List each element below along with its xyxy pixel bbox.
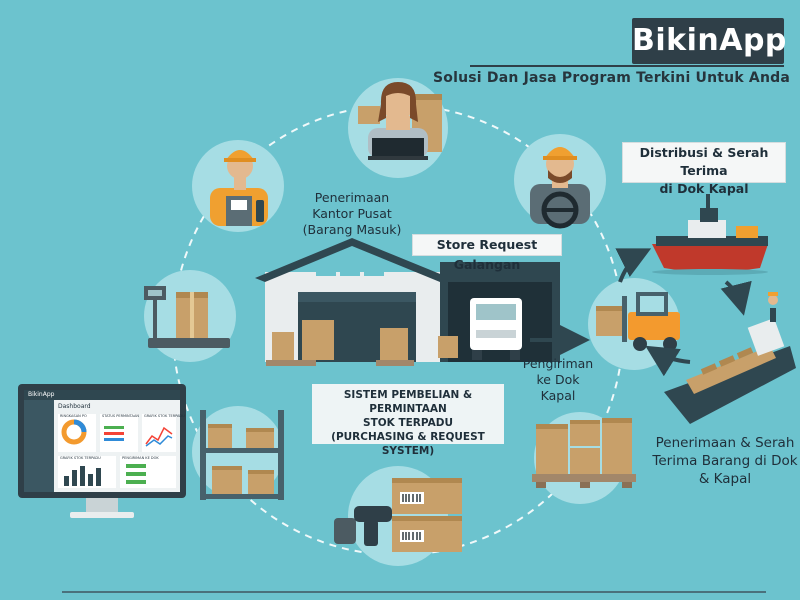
penerimaan-line2: Kantor Pusat [312, 206, 392, 221]
store-request-label: Store Request Galangan [412, 234, 562, 272]
dashboard-card3-title: GRAFIK STOK TERPADU [144, 414, 185, 418]
arrow-from-ship [645, 345, 691, 377]
pengiriman-line2: ke Dok Kapal [536, 372, 580, 403]
sistem-line2: STOK TERPADU [363, 417, 453, 429]
distribusi-line1: Distribusi & Serah Terima [639, 145, 769, 178]
dashboard-card2-title: STATUS PERMINTAAN [102, 414, 140, 418]
operator-icon [358, 82, 442, 160]
distribusi-line2: di Dok Kapal [659, 181, 749, 196]
forklift-icon [596, 292, 680, 351]
dashboard-card5-title: PENGIRIMAN KE DOK [122, 456, 159, 460]
pengiriman-line1: Pengiriman [522, 356, 594, 371]
sistem-label: SISTEM PEMBELIAN & PERMINTAAN STOK TERPA… [312, 384, 504, 457]
dashboard-card4-title: GRAFIK STOK TERPADU [60, 456, 101, 460]
distribusi-label: Distribusi & Serah Terima di Dok Kapal [622, 142, 786, 196]
monitor-icon [18, 384, 186, 518]
driver-icon [530, 147, 590, 229]
sistem-line1: SISTEM PEMBELIAN & PERMINTAAN [343, 389, 473, 415]
brand-logo: BikinApp [632, 18, 786, 64]
serah-line2: Terima Barang di Dok [652, 453, 798, 469]
penerimaan-line1: Penerimaan [314, 190, 390, 205]
scale-icon [144, 286, 230, 348]
serah-line1: Penerimaan & Serah [655, 435, 795, 451]
pengiriman-caption: Pengiriman ke Dok Kapal [518, 356, 598, 404]
dashboard-card1-title: RINGKASAN PO [60, 414, 87, 418]
barcode-scanner-icon [334, 478, 462, 552]
shelf-icon [200, 410, 284, 500]
tugboat-icon [652, 194, 768, 275]
arrow-from-tugboat [720, 280, 752, 316]
serah-line3: & Kapal [698, 471, 752, 487]
penerimaan-caption: Penerimaan Kantor Pusat (Barang Masuk) [292, 190, 412, 238]
dashboard-app-name: BikinApp [28, 391, 55, 398]
truck-icon [470, 298, 522, 360]
sistem-line3: (PURCHASING & REQUEST SYSTEM) [331, 431, 485, 457]
penerimaan-line3: (Barang Masuk) [302, 222, 402, 237]
serah-terima-caption: Penerimaan & Serah Terima Barang di Dok … [650, 434, 800, 488]
worker-icon [210, 150, 268, 226]
dashboard-page-title: Dashboard [58, 403, 91, 410]
pallet-icon [532, 418, 636, 488]
brand-tagline: Solusi Dan Jasa Program Terkini Untuk An… [433, 70, 790, 86]
arrow-to-tugboat [615, 248, 652, 283]
cargo-ship-icon [664, 292, 796, 424]
